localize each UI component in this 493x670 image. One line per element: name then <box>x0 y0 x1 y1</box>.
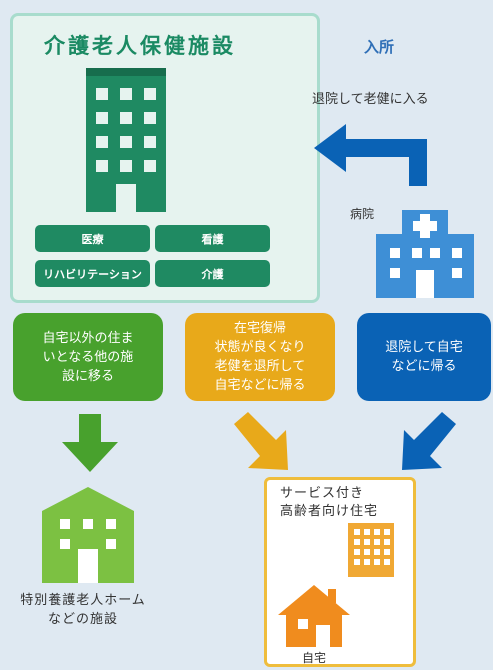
blue-arrow-icon <box>402 412 456 470</box>
outcome-discharged-home-line2: などに帰る <box>391 359 457 374</box>
special-home-label-line1: 特別養護老人ホーム <box>20 593 146 608</box>
outcome-discharged-home: 退院して自宅 などに帰る <box>357 313 491 401</box>
outcome-other-facility: 自宅以外の住ま いとなる他の施 設に移る <box>13 313 163 401</box>
service-care: 介護 <box>155 260 270 287</box>
outcome-discharged-home-line1: 退院して自宅 <box>385 340 463 355</box>
special-home-label: 特別養護老人ホーム などの施設 <box>3 591 163 629</box>
hospital-label: 病院 <box>350 207 375 221</box>
destination-title: サービス付き 高齢者向け住宅 <box>280 485 378 521</box>
home-label: 自宅 <box>302 651 327 665</box>
entry-text: 退院して老健に入る <box>312 92 429 107</box>
special-home-label-line2: などの施設 <box>47 612 118 627</box>
service-rehabilitation: リハビリテーション <box>35 260 150 287</box>
nursing-home-icon <box>42 487 134 583</box>
service-nursing: 看護 <box>155 225 270 252</box>
outcome-return-home-line1: 在宅復帰 <box>233 321 286 336</box>
facility-title: 介護老人保健施設 <box>44 34 236 58</box>
outcome-other-facility-line1: 自宅以外の住ま <box>42 330 134 346</box>
destination-title-line2: 高齢者向け住宅 <box>280 504 379 519</box>
house-icon <box>278 585 350 647</box>
outcome-other-facility-line3: 設に移る <box>61 368 114 384</box>
outcome-return-home-line4: 自宅などに帰る <box>214 378 306 393</box>
outcome-other-facility-line2: いとなる他の施 <box>42 349 134 365</box>
entry-arrow-icon <box>314 124 427 186</box>
service-medical: 医療 <box>35 225 150 252</box>
outcome-return-home-line3: 老健を退所して <box>214 359 306 374</box>
outcome-return-home: 在宅復帰 状態が良くなり 老健を退所して 自宅などに帰る <box>185 313 335 401</box>
orange-arrow-icon <box>234 412 288 470</box>
hospital-icon <box>376 210 474 298</box>
green-arrow-icon <box>62 414 118 472</box>
building-icon <box>86 68 166 212</box>
housing-building-icon <box>348 523 394 577</box>
outcome-return-home-line2: 状態が良くなり <box>214 340 306 355</box>
destination-title-line1: サービス付き <box>280 486 365 501</box>
entry-title: 入所 <box>364 38 395 56</box>
